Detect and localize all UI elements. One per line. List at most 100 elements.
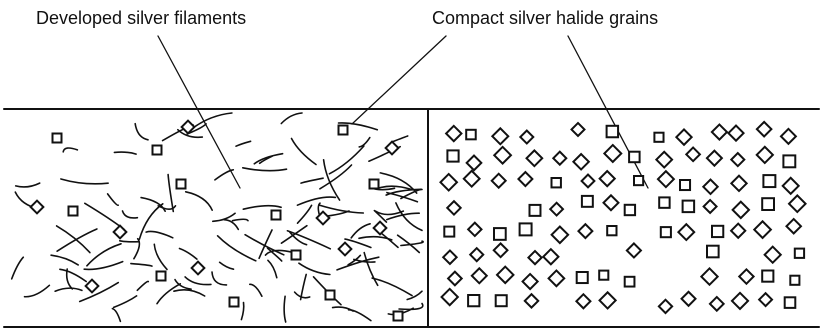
silver-filament: [113, 151, 137, 155]
silver-halide-grain: [699, 266, 720, 287]
silver-halide-grain: [577, 222, 594, 240]
silver-filament: [184, 276, 212, 286]
silver-halide-grain: [493, 227, 507, 241]
silver-filament: [300, 177, 324, 184]
silver-filament: [86, 243, 122, 267]
silver-halide-grain: [711, 224, 725, 239]
silver-filament: [130, 262, 153, 267]
silver-filament: [290, 137, 317, 166]
silver-filament: [396, 234, 421, 254]
silver-filament: [157, 205, 177, 210]
silver-halide-grain: [372, 220, 388, 236]
silver-halide-grain: [392, 310, 404, 322]
silver-filament: [121, 210, 139, 219]
silver-filament: [319, 164, 353, 190]
silver-halide-grain: [762, 174, 777, 189]
silver-halide-grain: [628, 150, 641, 164]
silver-halide-grain: [755, 145, 775, 165]
silver-filament: [10, 256, 25, 280]
silver-halide-grain: [446, 149, 460, 163]
silver-halide-grain: [541, 247, 560, 266]
silver-filament: [212, 212, 236, 223]
silver-filament: [318, 204, 365, 214]
silver-halide-grain: [444, 124, 463, 143]
silver-halide-grain: [657, 298, 674, 315]
silver-filament: [111, 307, 122, 323]
silver-filament: [350, 223, 371, 239]
silver-halide-grain: [674, 128, 694, 147]
silver-filament: [235, 140, 252, 147]
silver-filament: [358, 235, 393, 241]
silver-filament: [322, 159, 341, 201]
silver-filament: [336, 256, 380, 271]
silver-filament: [84, 202, 126, 231]
silver-halide-grain: [623, 203, 637, 217]
silver-halide-grain: [789, 274, 801, 286]
silver-halide-grain: [793, 247, 806, 259]
silver-halide-grain: [701, 178, 720, 196]
silver-filament: [347, 308, 372, 322]
silver-filament: [374, 210, 405, 216]
silver-filament: [134, 122, 149, 141]
silver-halide-grain: [270, 209, 282, 221]
silver-halide-grain: [551, 150, 568, 167]
silver-halide-grain: [315, 210, 331, 226]
silver-halide-grain: [324, 289, 336, 301]
silver-halide-grain: [465, 128, 477, 141]
left-panel-grains-group: [29, 119, 404, 322]
silver-halide-grain: [445, 199, 463, 217]
silver-halide-grain: [84, 278, 100, 294]
silver-filament: [216, 235, 257, 262]
silver-filament: [249, 283, 263, 297]
silver-filament: [218, 261, 235, 270]
silver-halide-grain: [761, 197, 775, 211]
silver-halide-grain: [679, 179, 692, 192]
silver-halide-grain: [602, 193, 620, 212]
silver-filament: [337, 122, 379, 131]
silver-filament: [400, 240, 424, 247]
silver-halide-grain: [517, 170, 534, 188]
silver-halide-grain: [680, 290, 697, 308]
silver-halide-grain: [782, 154, 797, 169]
silver-filament: [23, 284, 51, 298]
silver-filament: [14, 182, 41, 188]
compact-silver-halide-grains-label: Compact silver halide grains: [432, 8, 659, 28]
silver-halide-grain: [151, 144, 163, 156]
silver-halide-grain: [518, 129, 535, 145]
silver-filament: [283, 295, 287, 323]
silver-halide-grain: [729, 222, 747, 240]
silver-filament: [296, 196, 337, 206]
silver-halide-grain: [708, 295, 726, 313]
silver-filament: [391, 135, 409, 143]
silver-filament: [178, 247, 198, 260]
silver-halide-grain: [494, 294, 508, 308]
silver-filament: [385, 188, 422, 196]
filaments-leader-line: [157, 35, 241, 189]
silver-filament: [174, 278, 192, 290]
silver-halide-grain: [518, 222, 533, 237]
silver-halide-grain: [368, 178, 380, 190]
silver-halide-grain: [781, 176, 801, 196]
silver-halide-grain: [710, 123, 729, 141]
silver-filament: [253, 152, 284, 165]
silver-filament: [298, 262, 331, 276]
right-panel-grains-group: [439, 120, 807, 315]
silver-filament: [223, 218, 240, 231]
silver-filament: [119, 240, 140, 243]
silver-halide-grain: [228, 296, 240, 308]
silver-halide-grain: [51, 132, 63, 144]
silver-filament: [331, 306, 354, 312]
silver-filament: [50, 254, 79, 266]
silver-halide-grain: [702, 198, 718, 215]
silver-halide-grain: [656, 169, 676, 189]
silver-filament: [286, 230, 332, 250]
silver-halide-grain: [67, 205, 79, 217]
silver-halide-grain: [752, 219, 773, 240]
silver-filament: [296, 204, 313, 224]
silver-halide-grain: [112, 224, 128, 240]
silver-filament: [379, 172, 418, 194]
silver-filament: [258, 229, 273, 260]
silver-halide-grain: [492, 145, 513, 165]
silver-filament: [106, 193, 119, 207]
